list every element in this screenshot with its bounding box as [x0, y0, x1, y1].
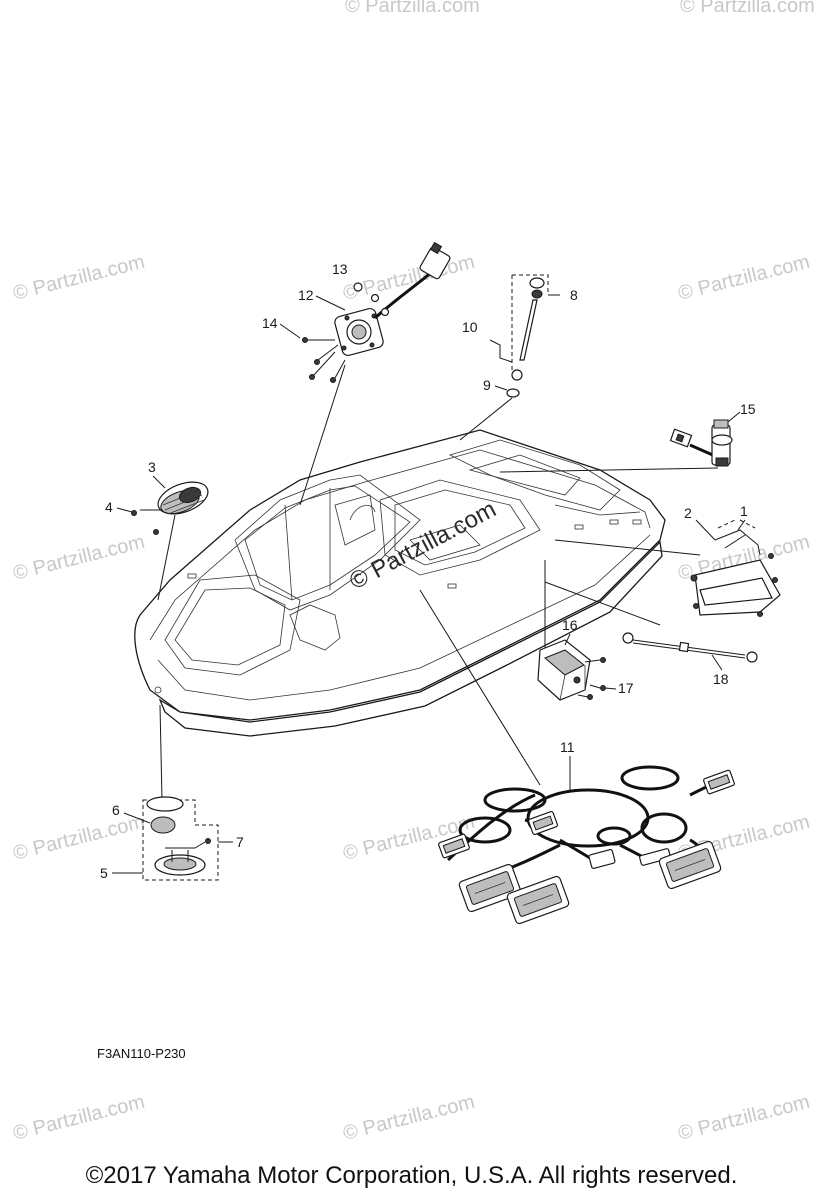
- sensor-plate-assembly: [302, 241, 451, 383]
- callout-18: 18: [713, 671, 729, 687]
- copyright-notice: ©2017 Yamaha Motor Corporation, U.S.A. A…: [85, 1162, 738, 1189]
- callout-1: 1: [740, 503, 748, 519]
- callout-7: 7: [236, 834, 244, 850]
- boat-hull: [134, 429, 666, 737]
- wire-harness: [438, 765, 735, 925]
- watermark: © Partzilla.com: [680, 0, 815, 17]
- control-box: [537, 639, 606, 701]
- large-plug: [506, 875, 570, 925]
- large-plug: [658, 840, 722, 890]
- callout-6: 6: [112, 802, 120, 818]
- battery-bracket: [690, 519, 781, 617]
- callout-5: 5: [100, 865, 108, 881]
- watermark: © Partzilla.com: [345, 0, 480, 17]
- watermark: © Partzilla.com: [11, 531, 147, 585]
- callout-9: 9: [483, 377, 491, 393]
- large-plug: [458, 863, 522, 913]
- watermark: © Partzilla.com: [341, 251, 477, 305]
- callout-12: 12: [298, 287, 314, 303]
- callout-16: 16: [562, 617, 578, 633]
- callout-8: 8: [570, 287, 578, 303]
- callout-14: 14: [262, 315, 278, 331]
- bow-fitting-assembly: [142, 796, 219, 881]
- watermark: © Partzilla.com: [676, 1091, 812, 1145]
- speaker-assembly: [131, 481, 209, 535]
- callouts: 1 2 3 4 5 6 7 8 9 10 11 12 13 14 15 16 1…: [100, 261, 756, 881]
- diagram-reference-code: F3AN110-P230: [97, 1046, 186, 1061]
- callout-3: 3: [148, 459, 156, 475]
- watermark: © Partzilla.com: [11, 811, 147, 865]
- depth-rod-assembly: [489, 274, 560, 398]
- callout-15: 15: [740, 401, 756, 417]
- callout-10: 10: [462, 319, 478, 335]
- callout-17: 17: [618, 680, 634, 696]
- watermark: © Partzilla.com: [676, 251, 812, 305]
- callout-4: 4: [105, 499, 113, 515]
- callout-13: 13: [332, 261, 348, 277]
- watermark: © Partzilla.com: [11, 1091, 147, 1145]
- leader-lines: [157, 364, 719, 801]
- speed-sensor: [669, 419, 733, 467]
- ground-cable: [622, 632, 758, 663]
- callout-2: 2: [684, 505, 692, 521]
- watermark: © Partzilla.com: [11, 251, 147, 305]
- callout-11: 11: [560, 739, 575, 755]
- watermark: © Partzilla.com: [341, 1091, 477, 1145]
